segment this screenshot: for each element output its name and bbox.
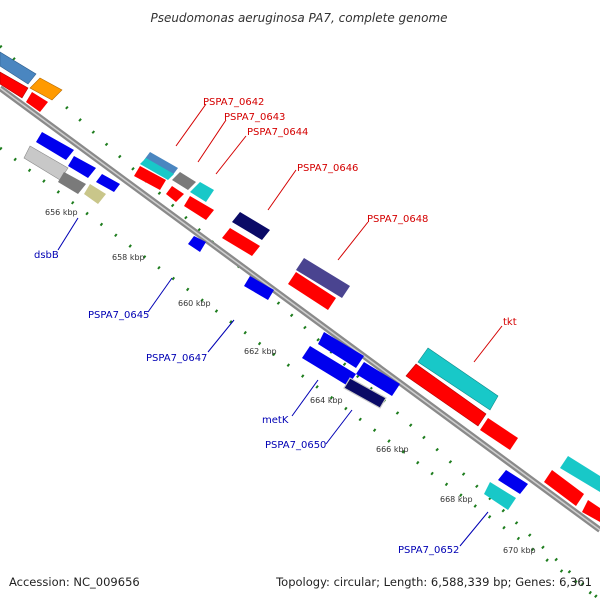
gene-box-blue-upper[interactable]	[318, 332, 364, 368]
leader-0643	[197, 119, 227, 163]
genome-summary-text: Topology: circular; Length: 6,588,339 bp…	[275, 575, 592, 589]
gene-box-steel[interactable]	[0, 51, 37, 85]
leader-0646	[267, 169, 297, 211]
leader-0652	[459, 511, 489, 547]
gene-arrow-red-5[interactable]	[184, 196, 214, 220]
leader-dsbB	[57, 217, 79, 251]
inner-tick-ring	[0, 146, 600, 600]
label-pspa7-0643[interactable]: PSPA7_0643	[224, 112, 285, 123]
gene-box-khaki[interactable]	[84, 184, 106, 204]
leader-0645	[147, 277, 173, 313]
leader-0647	[207, 319, 235, 353]
label-pspa7-0650[interactable]: PSPA7_0650	[265, 440, 326, 451]
gene-box-0642[interactable]	[140, 158, 174, 180]
gene-box-edge-cyan[interactable]	[560, 456, 600, 492]
tick-658: 658 kbp	[112, 253, 145, 262]
gene-arrow-red-8[interactable]	[405, 363, 487, 427]
scale-labels: 656 kbp 658 kbp 660 kbp 662 kbp 664 kbp …	[45, 208, 536, 555]
reverse-gene-labels: dsbB PSPA7_0645 PSPA7_0647 metK PSPA7_06…	[34, 217, 489, 556]
accession-text: Accession: NC_009656	[9, 575, 140, 589]
map-title: Pseudomonas aeruginosa PA7, complete gen…	[150, 11, 447, 25]
gene-box-0648[interactable]	[296, 258, 350, 298]
gene-arrow-red-11[interactable]	[582, 500, 600, 522]
inner-track-features	[23, 132, 528, 510]
forward-gene-labels: PSPA7_0642 PSPA7_0643 PSPA7_0644 PSPA7_0…	[175, 97, 517, 363]
gene-arrow-red-3[interactable]	[134, 166, 166, 190]
tick-666: 666 kbp	[376, 445, 409, 454]
gene-box-0650[interactable]	[343, 377, 387, 409]
tick-660: 660 kbp	[178, 299, 211, 308]
label-pspa7-0645[interactable]: PSPA7_0645	[88, 310, 149, 321]
gene-box-blue-2[interactable]	[68, 156, 96, 178]
gene-box-grey[interactable]	[58, 172, 86, 194]
gene-arrow-red-6[interactable]	[222, 228, 260, 256]
leader-0644	[215, 135, 247, 175]
backbone-highlight	[0, 87, 600, 531]
label-pspa7-0652[interactable]: PSPA7_0652	[398, 545, 459, 556]
tick-664: 664 kbp	[310, 396, 343, 405]
tick-656: 656 kbp	[45, 208, 78, 217]
gene-arrow-red-7[interactable]	[288, 272, 336, 310]
genome-backbone	[0, 85, 600, 533]
gene-arrow-red-10[interactable]	[544, 470, 584, 506]
leader-0642	[175, 103, 207, 147]
tick-662: 662 kbp	[244, 347, 277, 356]
red-strand-features	[0, 71, 600, 522]
gene-arrow-red-4[interactable]	[166, 186, 184, 202]
label-metK[interactable]: metK	[262, 415, 289, 426]
gene-box-orange[interactable]	[29, 77, 63, 101]
label-pspa7-0648[interactable]: PSPA7_0648	[367, 214, 428, 225]
inner-tick-row	[0, 146, 600, 600]
tick-670: 670 kbp	[503, 546, 536, 555]
leader-tkt	[473, 325, 503, 363]
gene-box-0647[interactable]	[244, 276, 274, 300]
outer-track-features	[0, 51, 600, 492]
tick-668: 668 kbp	[440, 495, 473, 504]
leader-0648	[337, 221, 369, 261]
label-pspa7-0642[interactable]: PSPA7_0642	[203, 97, 264, 108]
gene-arrow-red-1[interactable]	[0, 71, 29, 99]
label-pspa7-0644[interactable]: PSPA7_0644	[247, 127, 308, 138]
gene-box-0642-upper[interactable]	[144, 152, 178, 176]
gene-box-0646[interactable]	[232, 212, 270, 240]
label-pspa7-0647[interactable]: PSPA7_0647	[146, 353, 207, 364]
gene-box-blue-edge[interactable]	[498, 470, 528, 494]
leader-metK	[291, 379, 319, 417]
gene-box-metK[interactable]	[302, 346, 356, 386]
leader-0650	[325, 409, 353, 445]
gene-box-0645[interactable]	[188, 236, 206, 252]
gene-arrow-red-9[interactable]	[480, 418, 518, 450]
gene-box-0644[interactable]	[190, 182, 214, 202]
gene-box-0652[interactable]	[484, 482, 516, 510]
gene-box-0643[interactable]	[172, 172, 196, 190]
gene-arrow-red-2[interactable]	[26, 92, 48, 112]
gene-box-blue-3[interactable]	[96, 174, 120, 192]
gene-box-blue-right[interactable]	[356, 362, 400, 396]
label-pspa7-0646[interactable]: PSPA7_0646	[297, 163, 358, 174]
label-tkt[interactable]: tkt	[503, 317, 517, 328]
gene-box-blue-1[interactable]	[36, 132, 74, 160]
gene-box-tkt[interactable]	[417, 347, 499, 411]
label-dsbB[interactable]: dsbB	[34, 250, 59, 261]
